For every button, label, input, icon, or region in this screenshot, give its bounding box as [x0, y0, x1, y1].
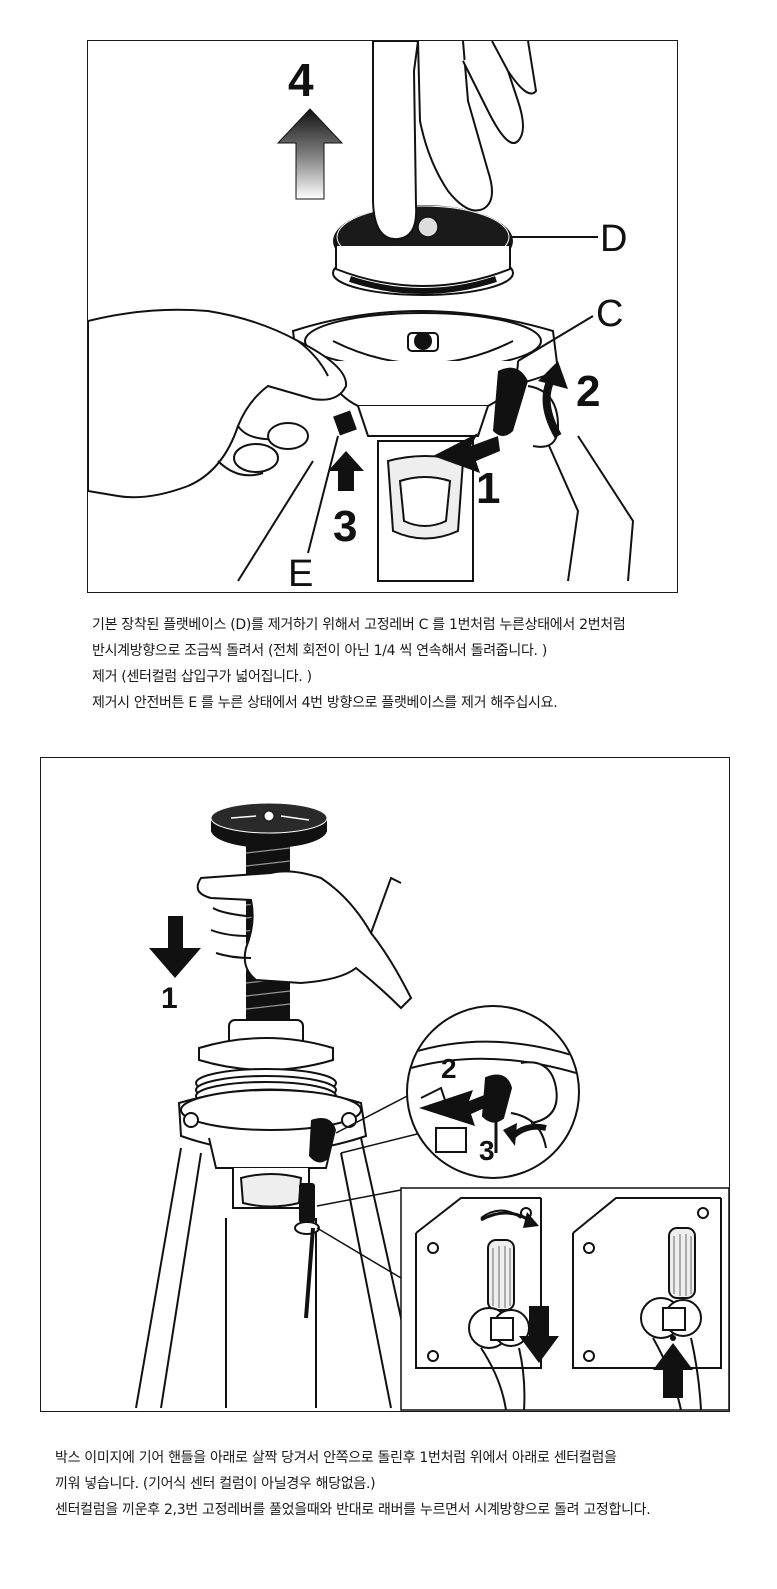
- safety-button-e: [333, 410, 357, 436]
- instruction-line: 제거시 안전버튼 E 를 누른 상태에서 4번 방향으로 플랫베이스를 제거 해…: [92, 695, 558, 711]
- callout-2: 2: [441, 1053, 457, 1084]
- figure-1-platebase-removal: 4 D: [87, 40, 678, 593]
- instruction-line: 끼워 넣습니다. (기어식 센터 컬럼이 아닐경우 해당없음.): [55, 1476, 376, 1492]
- arrow-up-icon: [653, 1343, 693, 1398]
- tripod-center-housing: [377, 440, 474, 582]
- callout-1: 1: [161, 982, 178, 1015]
- arrow-down-icon: [519, 1306, 559, 1363]
- arrow-push-icon: [433, 433, 500, 473]
- gear-handle-push-up: [572, 1197, 722, 1411]
- callout-1: 1: [476, 464, 500, 513]
- arrow-up-icon: [276, 108, 344, 200]
- figure-2-illustration: 1: [135, 802, 729, 1411]
- gear-knob: [294, 1183, 320, 1319]
- instruction-line: 센터컬럼을 끼운후 2,3번 고정레버를 풀었을때와 반대로 래버를 누르면서 …: [55, 1502, 651, 1518]
- label-c: C: [596, 293, 623, 335]
- center-column-top-plate: [210, 802, 328, 848]
- arrow-up-small-icon: [328, 451, 364, 491]
- callout-2: 2: [576, 367, 600, 416]
- instruction-line: 기본 장착된 플랫베이스 (D)를 제거하기 위해서 고정레버 C 를 1번처럼…: [92, 617, 626, 633]
- arrow-down-icon: [149, 916, 201, 978]
- tripod-head-base: [291, 310, 560, 437]
- gear-handle-pull-down: [415, 1197, 542, 1411]
- rotate-arrow-icon: [538, 361, 568, 438]
- instructions-block-2: 박스 이미지에 기어 핸들을 아래로 살짝 당겨서 안쪽으로 돌린후 1번처럼 …: [55, 1447, 651, 1525]
- platebase-d: [332, 205, 514, 296]
- hand-top: [372, 41, 538, 241]
- figure-1-illustration: 4 D: [88, 41, 635, 593]
- callout-3: 3: [333, 502, 357, 551]
- instruction-line: 제거 (센터컬럼 삽입구가 넓어집니다. ): [92, 669, 312, 685]
- label-e: E: [288, 553, 313, 593]
- tripod-head: [177, 1088, 368, 1209]
- figure-2-center-column-insertion: 1: [40, 757, 730, 1412]
- callout-4: 4: [288, 54, 314, 106]
- rotate-arrow-icon: [480, 1211, 539, 1228]
- instructions-block-1: 기본 장착된 플랫베이스 (D)를 제거하기 위해서 고정레버 C 를 1번처럼…: [92, 614, 626, 718]
- hand-gripping-column: [196, 870, 413, 1010]
- inset-gear-handle-detail: [400, 1187, 729, 1411]
- instruction-line: 박스 이미지에 기어 핸들을 아래로 살짝 당겨서 안쪽으로 돌린후 1번처럼 …: [55, 1450, 617, 1466]
- tripod-legs: [237, 420, 635, 582]
- hand-left: [88, 308, 348, 499]
- label-d: D: [600, 218, 627, 260]
- instruction-line: 반시계방향으로 조금씩 돌려서 (전체 회전이 아닌 1/4 씩 연속해서 돌려…: [92, 643, 548, 659]
- locking-lever: [309, 1117, 336, 1163]
- tripod-legs: [135, 1137, 422, 1409]
- zoom-detail-lever: [406, 1005, 580, 1179]
- callout-3: 3: [479, 1135, 495, 1166]
